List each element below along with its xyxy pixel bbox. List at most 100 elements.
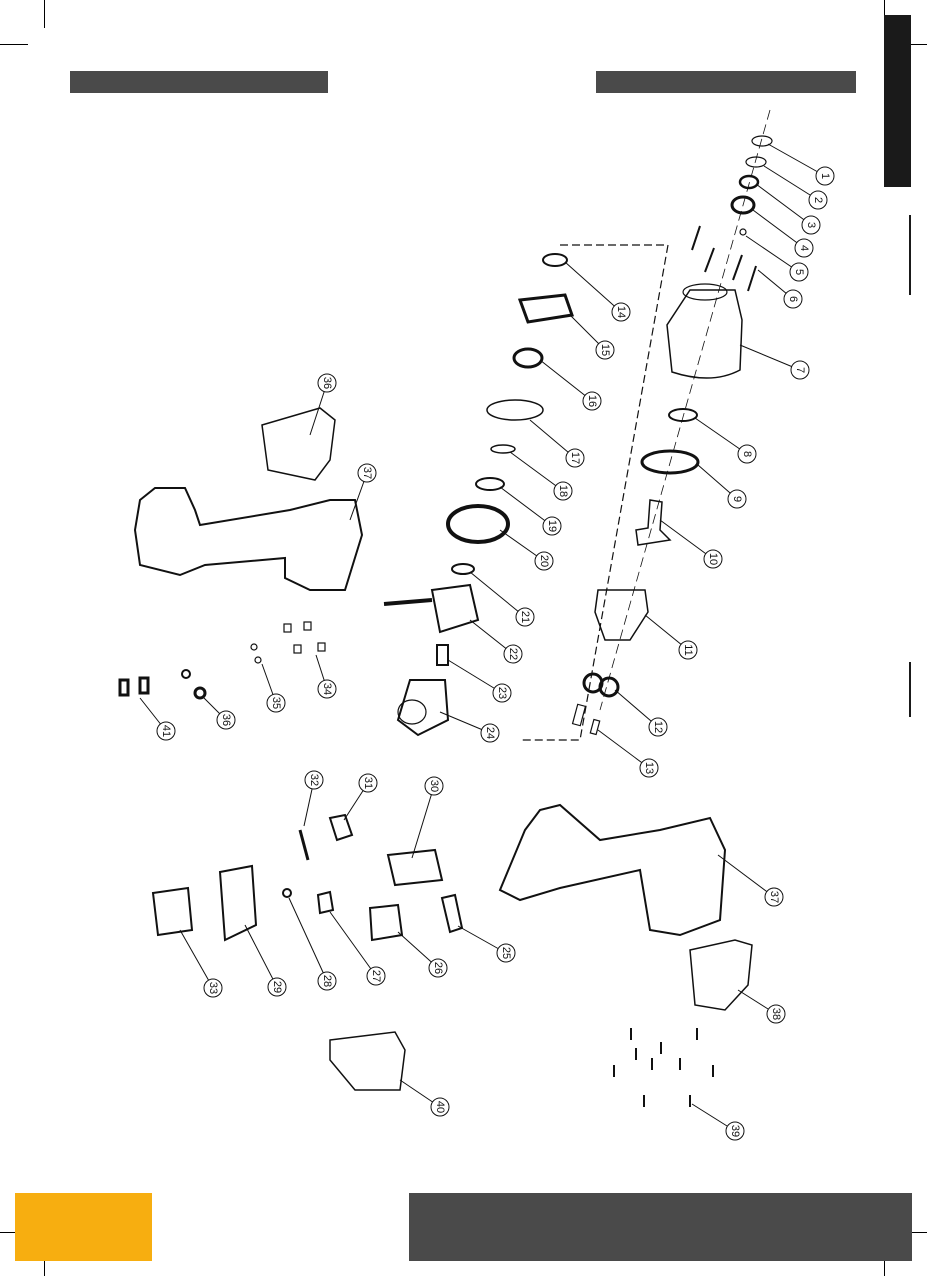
part-7-shape	[667, 290, 742, 378]
part-35-shape	[255, 657, 261, 663]
callout-17: 17	[530, 420, 584, 467]
callout-number: 35	[270, 697, 282, 709]
leader-line	[540, 360, 592, 401]
callout-number: 17	[569, 452, 581, 464]
callout-number: 38	[770, 1008, 782, 1020]
leader-line	[753, 210, 804, 248]
leader-line	[740, 345, 800, 370]
callout-9: 9	[698, 465, 746, 508]
part-14-shape	[543, 254, 567, 266]
callout-number: 21	[519, 611, 531, 623]
callout-number: 39	[729, 1125, 741, 1137]
callout-20: 20	[500, 530, 553, 570]
part-18-shape	[491, 445, 515, 453]
callout-number: 3	[805, 222, 817, 228]
part-30-shape	[388, 850, 442, 885]
callout-37: 37	[350, 464, 376, 520]
part-36-shape	[262, 408, 335, 480]
callout-number: 7	[794, 367, 806, 373]
part-31-shape	[330, 815, 352, 840]
part-26-shape	[370, 905, 402, 940]
callout-number: 2	[812, 197, 824, 203]
callout-23: 23	[448, 660, 511, 702]
callout-36-2: 36	[310, 374, 336, 435]
callout-number: 1	[819, 173, 831, 179]
part-3-shape	[740, 176, 758, 188]
part-40-shape	[330, 1032, 405, 1090]
callout-25: 25	[458, 926, 515, 962]
callout-11: 11	[645, 615, 697, 659]
callout-number: 16	[586, 395, 598, 407]
part-5-shape	[740, 229, 746, 235]
callout-number: 29	[271, 981, 283, 993]
callout-26: 26	[398, 932, 447, 977]
callout-1: 1	[768, 144, 834, 185]
callout-35: 35	[262, 664, 285, 712]
callout-number: 5	[793, 269, 805, 275]
part-13-shape	[590, 719, 599, 734]
part-36b-shape	[195, 688, 205, 698]
callout-number: 12	[652, 721, 664, 733]
callout-29: 29	[245, 925, 286, 996]
part-27-shape	[318, 892, 333, 913]
leader-line	[470, 572, 525, 617]
callout-3: 3	[756, 184, 820, 234]
callout-number: 25	[500, 947, 512, 959]
callout-number: 9	[731, 496, 743, 502]
callout-number: 31	[362, 777, 374, 789]
callout-39: 39	[692, 1104, 744, 1140]
part-11-shape	[595, 590, 648, 640]
callout-number: 24	[484, 727, 496, 739]
part-41-shape	[140, 678, 148, 693]
callout-10: 10	[660, 520, 722, 568]
part-37b-shape	[500, 805, 725, 935]
callout-18: 18	[510, 452, 572, 500]
callout-14: 14	[565, 262, 630, 321]
callout-4: 4	[753, 210, 813, 257]
leader-line	[718, 855, 774, 897]
callout-number: 15	[599, 344, 611, 356]
callout-number: 8	[741, 451, 753, 457]
callout-32: 32	[304, 771, 323, 826]
callout-8: 8	[695, 418, 756, 463]
callout-number: 14	[615, 306, 627, 318]
callout-number: 28	[321, 975, 333, 987]
leader-line	[510, 452, 563, 491]
part-8-shape	[669, 409, 697, 421]
callout-number: 18	[557, 485, 569, 497]
leader-line	[565, 262, 621, 312]
callout-group: 1234567891011121314151617181920212223242…	[140, 144, 834, 1140]
part-28-shape	[283, 889, 291, 897]
callout-number: 20	[538, 555, 550, 567]
callout-36: 36	[204, 698, 235, 729]
part-38-shape	[690, 940, 752, 1010]
callout-number: 4	[798, 245, 810, 251]
callout-number: 36	[321, 377, 333, 389]
leader-line	[764, 166, 818, 200]
callout-number: 32	[308, 774, 320, 786]
leader-line	[746, 236, 799, 272]
leader-line	[768, 144, 825, 176]
callout-27: 27	[330, 912, 385, 985]
callout-number: 10	[707, 553, 719, 565]
leader-line	[412, 786, 434, 858]
callout-number: 36	[220, 714, 232, 726]
callout-number: 26	[432, 962, 444, 974]
part-16-shape	[514, 349, 542, 367]
callout-7: 7	[740, 345, 809, 379]
callout-number: 33	[207, 982, 219, 994]
callout-33: 33	[180, 930, 222, 997]
leader-line	[245, 925, 277, 987]
leader-line	[289, 898, 327, 981]
callout-number: 41	[160, 725, 172, 737]
part-37-shape	[135, 488, 362, 590]
callout-number: 19	[546, 520, 558, 532]
part-17-shape	[487, 400, 543, 420]
callout-30: 30	[412, 777, 443, 858]
part-33-shape	[153, 888, 192, 935]
callout-12: 12	[615, 690, 667, 736]
callout-40: 40	[400, 1080, 449, 1116]
callout-34: 34	[316, 655, 336, 698]
callout-number: 34	[321, 683, 333, 695]
callout-number: 27	[370, 970, 382, 982]
